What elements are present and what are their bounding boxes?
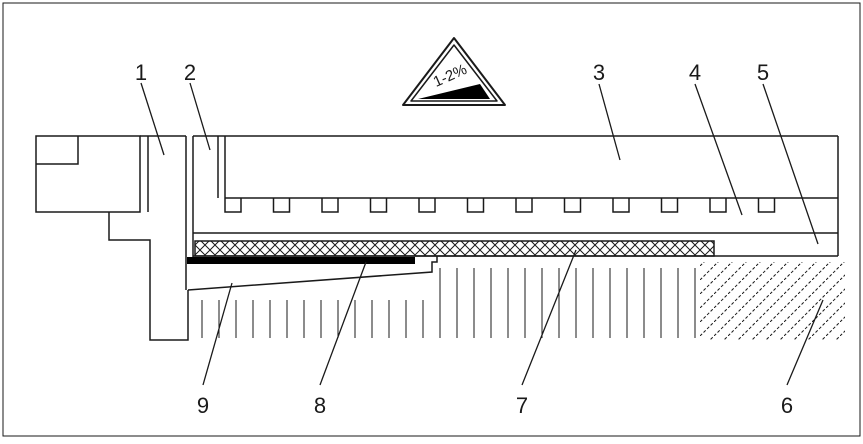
- insulation-layer: [194, 240, 715, 257]
- drainage-groove: [224, 198, 242, 213]
- callout-9: 9: [197, 393, 209, 418]
- waterproofing-membrane: [187, 257, 415, 264]
- wall-element: [35, 135, 189, 341]
- drainage-groove: [660, 198, 679, 213]
- callout-1: 1: [135, 60, 147, 85]
- drainage-groove: [709, 198, 727, 213]
- callout-7: 7: [516, 393, 528, 418]
- drainage-groove: [515, 198, 533, 213]
- callout-4: 4: [689, 60, 701, 85]
- screed-layer: [193, 135, 839, 256]
- drainage-groove: [418, 198, 436, 213]
- drainage-gravel-layer: [700, 262, 845, 340]
- heating-layer: [193, 198, 838, 234]
- drainage-groove: [612, 198, 630, 213]
- drainage-groove: [321, 198, 339, 213]
- drainage-groove: [757, 198, 776, 213]
- figure-frame: [2, 2, 861, 437]
- drainage-groove: [466, 198, 485, 213]
- leader-lines: [140, 82, 824, 386]
- slope-warning-icon: 1-2%: [402, 37, 506, 106]
- sloped-subbase: [187, 256, 438, 291]
- concrete-slab-hatch: [201, 268, 696, 338]
- callout-8: 8: [314, 393, 326, 418]
- callout-5: 5: [757, 60, 769, 85]
- callout-6: 6: [781, 393, 793, 418]
- callout-2: 2: [184, 60, 196, 85]
- drainage-groove: [369, 198, 388, 213]
- drainage-groove: [563, 198, 582, 213]
- callout-3: 3: [593, 60, 605, 85]
- drainage-groove: [272, 198, 291, 213]
- edge-insulation-strip: [192, 136, 226, 258]
- callout-labels: 1 2 3 4 5 6 7 8 9: [135, 60, 793, 418]
